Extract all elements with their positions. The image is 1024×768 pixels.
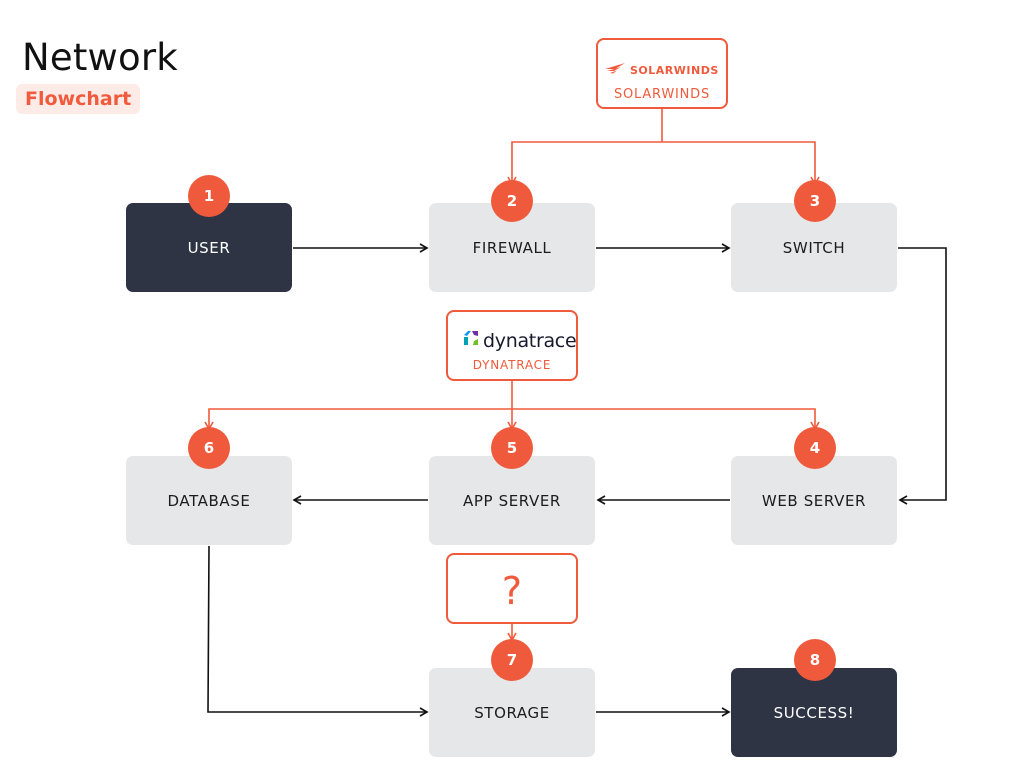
solarwinds-caption: SOLARWINDS [613, 87, 711, 102]
node-database-label: DATABASE [167, 491, 251, 510]
badge-4: 4 [794, 427, 836, 469]
badge-2: 2 [491, 180, 533, 222]
edge-solarwinds-switch [662, 141, 820, 186]
dynatrace-caption: DYNATRACE [472, 358, 552, 372]
node-firewall-label: FIREWALL [472, 238, 552, 257]
node-success: SUCCESS! [731, 668, 897, 757]
unknown-tool-box: ? [446, 553, 578, 624]
dynatrace-logo-icon [462, 329, 480, 352]
solarwinds-tool-box: SOLARWINDS SOLARWINDS [596, 38, 728, 109]
badge-8: 8 [794, 639, 836, 681]
dynatrace-logo: dynatrace [462, 329, 577, 352]
node-switch-label: SWITCH [782, 238, 846, 257]
solarwinds-logo-text: SOLARWINDS [630, 64, 719, 77]
node-database: DATABASE [126, 456, 292, 545]
node-storage-label: STORAGE [474, 703, 550, 722]
edge-database-storage [207, 545, 429, 717]
solarwinds-logo-icon [604, 60, 626, 81]
node-success-label: SUCCESS! [773, 703, 855, 722]
node-user-label: USER [187, 238, 231, 257]
badge-3: 3 [794, 180, 836, 222]
dynatrace-logo-text: dynatrace [483, 329, 577, 352]
edge-dynatrace-database [204, 408, 512, 431]
node-app-server: APP SERVER [429, 456, 595, 545]
node-web-server-label: WEB SERVER [761, 491, 867, 510]
badge-7: 7 [491, 639, 533, 681]
edge-solarwinds-firewall [507, 141, 662, 186]
page-subtitle: Flowchart [16, 84, 141, 114]
node-app-server-label: APP SERVER [463, 491, 561, 510]
badge-6: 6 [188, 427, 230, 469]
node-web-server: WEB SERVER [731, 456, 897, 545]
solarwinds-logo: SOLARWINDS [604, 60, 719, 81]
dynatrace-tool-box: dynatrace DYNATRACE [446, 310, 578, 381]
badge-1: 1 [188, 175, 230, 217]
page-title: Network [22, 36, 178, 79]
question-mark: ? [501, 569, 523, 613]
badge-5: 5 [491, 427, 533, 469]
node-storage: STORAGE [429, 668, 595, 757]
edge-switch-webserver [898, 247, 947, 505]
edge-dynatrace-webserver [512, 408, 820, 431]
node-user: USER [126, 203, 292, 292]
